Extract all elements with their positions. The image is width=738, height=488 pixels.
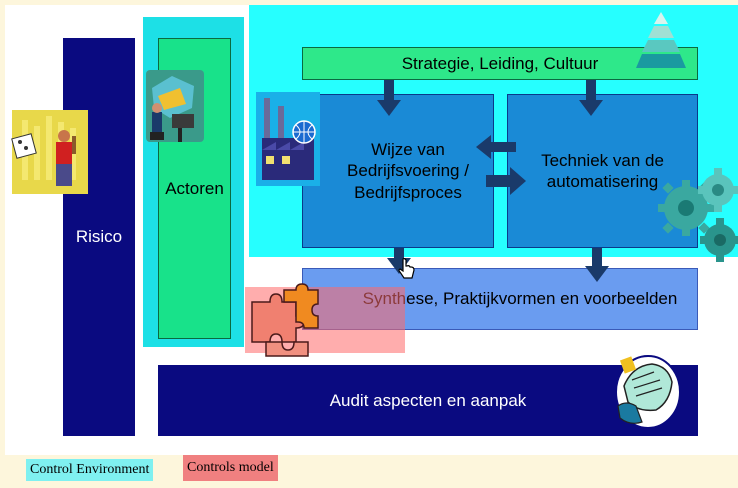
gears-icon bbox=[658, 168, 738, 262]
arrow-down-right-bottom bbox=[585, 248, 609, 282]
arrow-right-middle bbox=[486, 167, 526, 195]
film-crew-clipart bbox=[146, 70, 204, 142]
actoren-label: Actoren bbox=[165, 178, 224, 198]
arrow-left-middle bbox=[476, 135, 516, 159]
pyramid-icon bbox=[636, 12, 686, 68]
bedrijfsvoering-label: Wijze van Bedrijfsvoering / Bedrijfsproc… bbox=[347, 140, 469, 202]
audit-box: Audit aspecten en aanpak bbox=[158, 365, 698, 436]
legend-controls-model: Controls model bbox=[183, 455, 278, 481]
puzzle-icon bbox=[251, 283, 319, 357]
bedrijfsvoering-box: Wijze van Bedrijfsvoering / Bedrijfsproc… bbox=[302, 94, 494, 248]
audit-label: Audit aspecten en aanpak bbox=[329, 390, 527, 410]
dice-chart-clipart bbox=[11, 110, 88, 194]
risico-box: Risico bbox=[63, 38, 135, 436]
hand-document-clipart bbox=[615, 355, 681, 429]
techniek-box: Techniek van de automatisering bbox=[507, 94, 698, 248]
mouse-cursor-icon bbox=[398, 258, 415, 279]
strategie-box: Strategie, Leiding, Cultuur bbox=[302, 47, 698, 80]
techniek-label: Techniek van de automatisering bbox=[541, 150, 664, 191]
strategie-label: Strategie, Leiding, Cultuur bbox=[401, 53, 599, 73]
factory-globe-clipart bbox=[256, 92, 320, 186]
arrow-down-left-top bbox=[377, 80, 401, 116]
arrow-down-right-top bbox=[579, 80, 603, 116]
legend-control-environment: Control Environment bbox=[26, 459, 154, 481]
synthese-label: Synthese, Praktijkvormen en voorbeelden bbox=[362, 289, 678, 308]
risico-label: Risico bbox=[75, 227, 123, 246]
